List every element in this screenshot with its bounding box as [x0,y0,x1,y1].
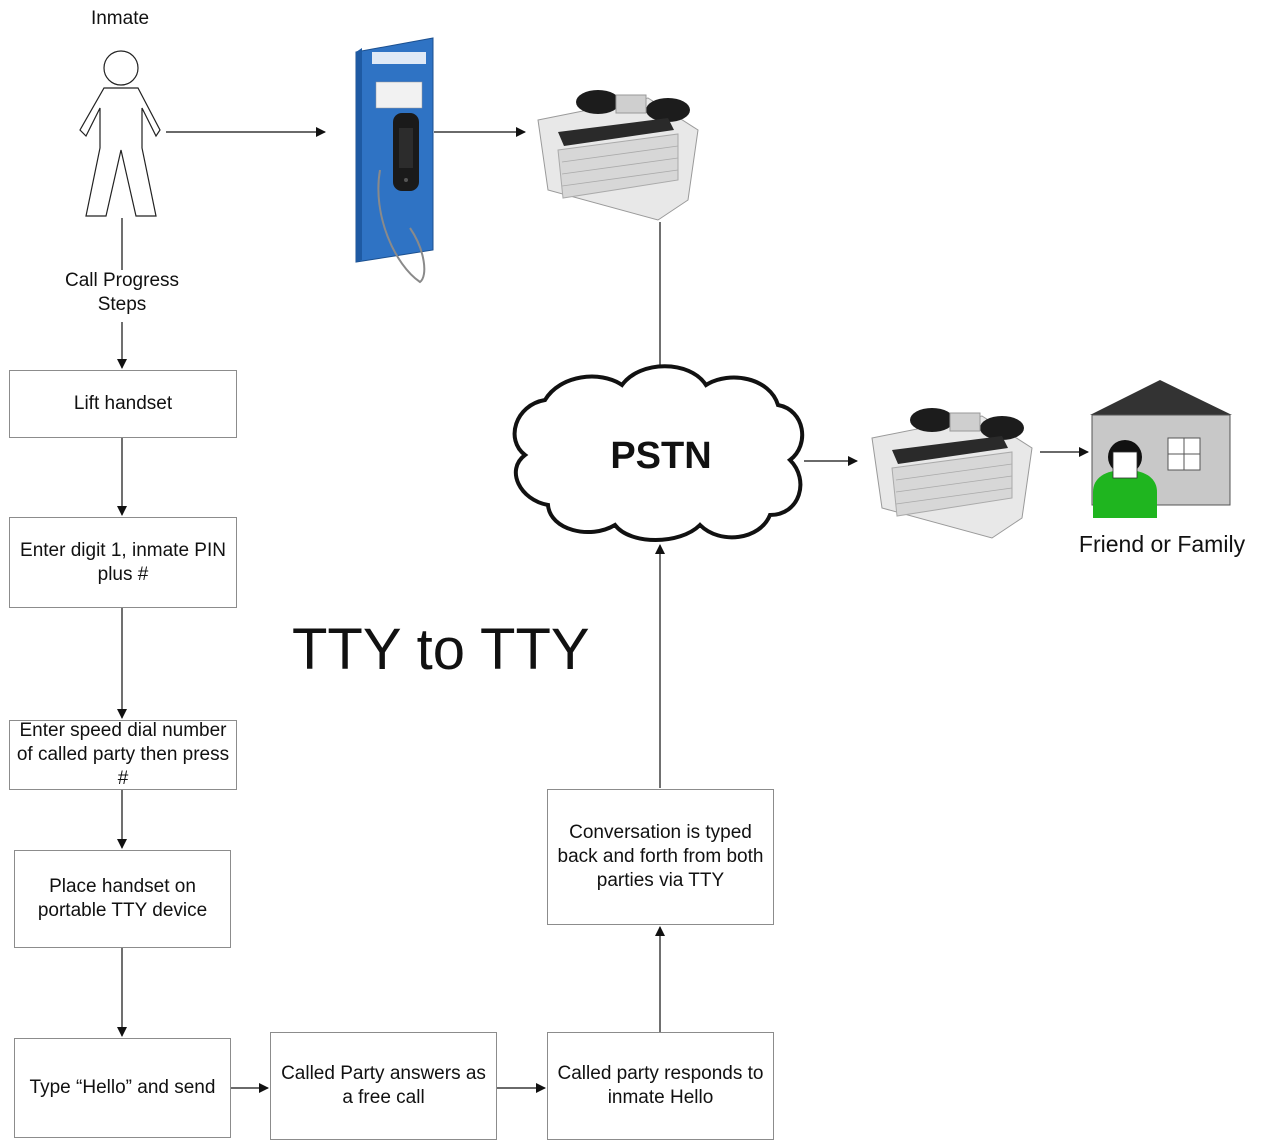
inmate-figure-icon [79,50,161,217]
step-label: Conversation is typed back and forth fro… [557,822,764,891]
tty-device-icon [537,90,699,221]
pstn-label: PSTN [610,435,712,477]
person-icon [1093,440,1157,518]
step-lift-handset: Lift handset [9,370,237,438]
step-label: Enter speed dial number of called party … [16,720,230,789]
step-label: Type “Hello” and send [29,1077,216,1098]
step-enter-pin: Enter digit 1, inmate PIN plus # [9,517,237,608]
step-label: Place handset on portable TTY device [37,876,208,921]
tty-device-icon [871,408,1033,539]
step-label: Called party responds to inmate Hello [557,1063,764,1108]
step-label: Called Party answers as a free call [281,1063,486,1108]
call-progress-label: Call Progress Steps [64,270,180,315]
step-label: Lift handset [73,393,173,414]
inmate-label: Inmate [90,8,150,29]
step-place-handset: Place handset on portable TTY device [14,850,231,948]
payphone-icon [355,37,434,284]
step-conversation: Conversation is typed back and forth fro… [547,789,774,925]
house-icon [1090,380,1232,518]
step-label: Enter digit 1, inmate PIN plus # [20,539,226,585]
cloud-icon [512,364,805,542]
step-type-hello: Type “Hello” and send [14,1038,231,1138]
step-called-party-answers: Called Party answers as a free call [270,1032,497,1140]
step-speed-dial: Enter speed dial number of called party … [9,720,237,790]
connector-lines [117,127,1089,1093]
step-called-party-responds: Called party responds to inmate Hello [547,1032,774,1140]
friend-label: Friend or Family [1078,531,1246,557]
page-title: TTY to TTY [292,617,590,682]
